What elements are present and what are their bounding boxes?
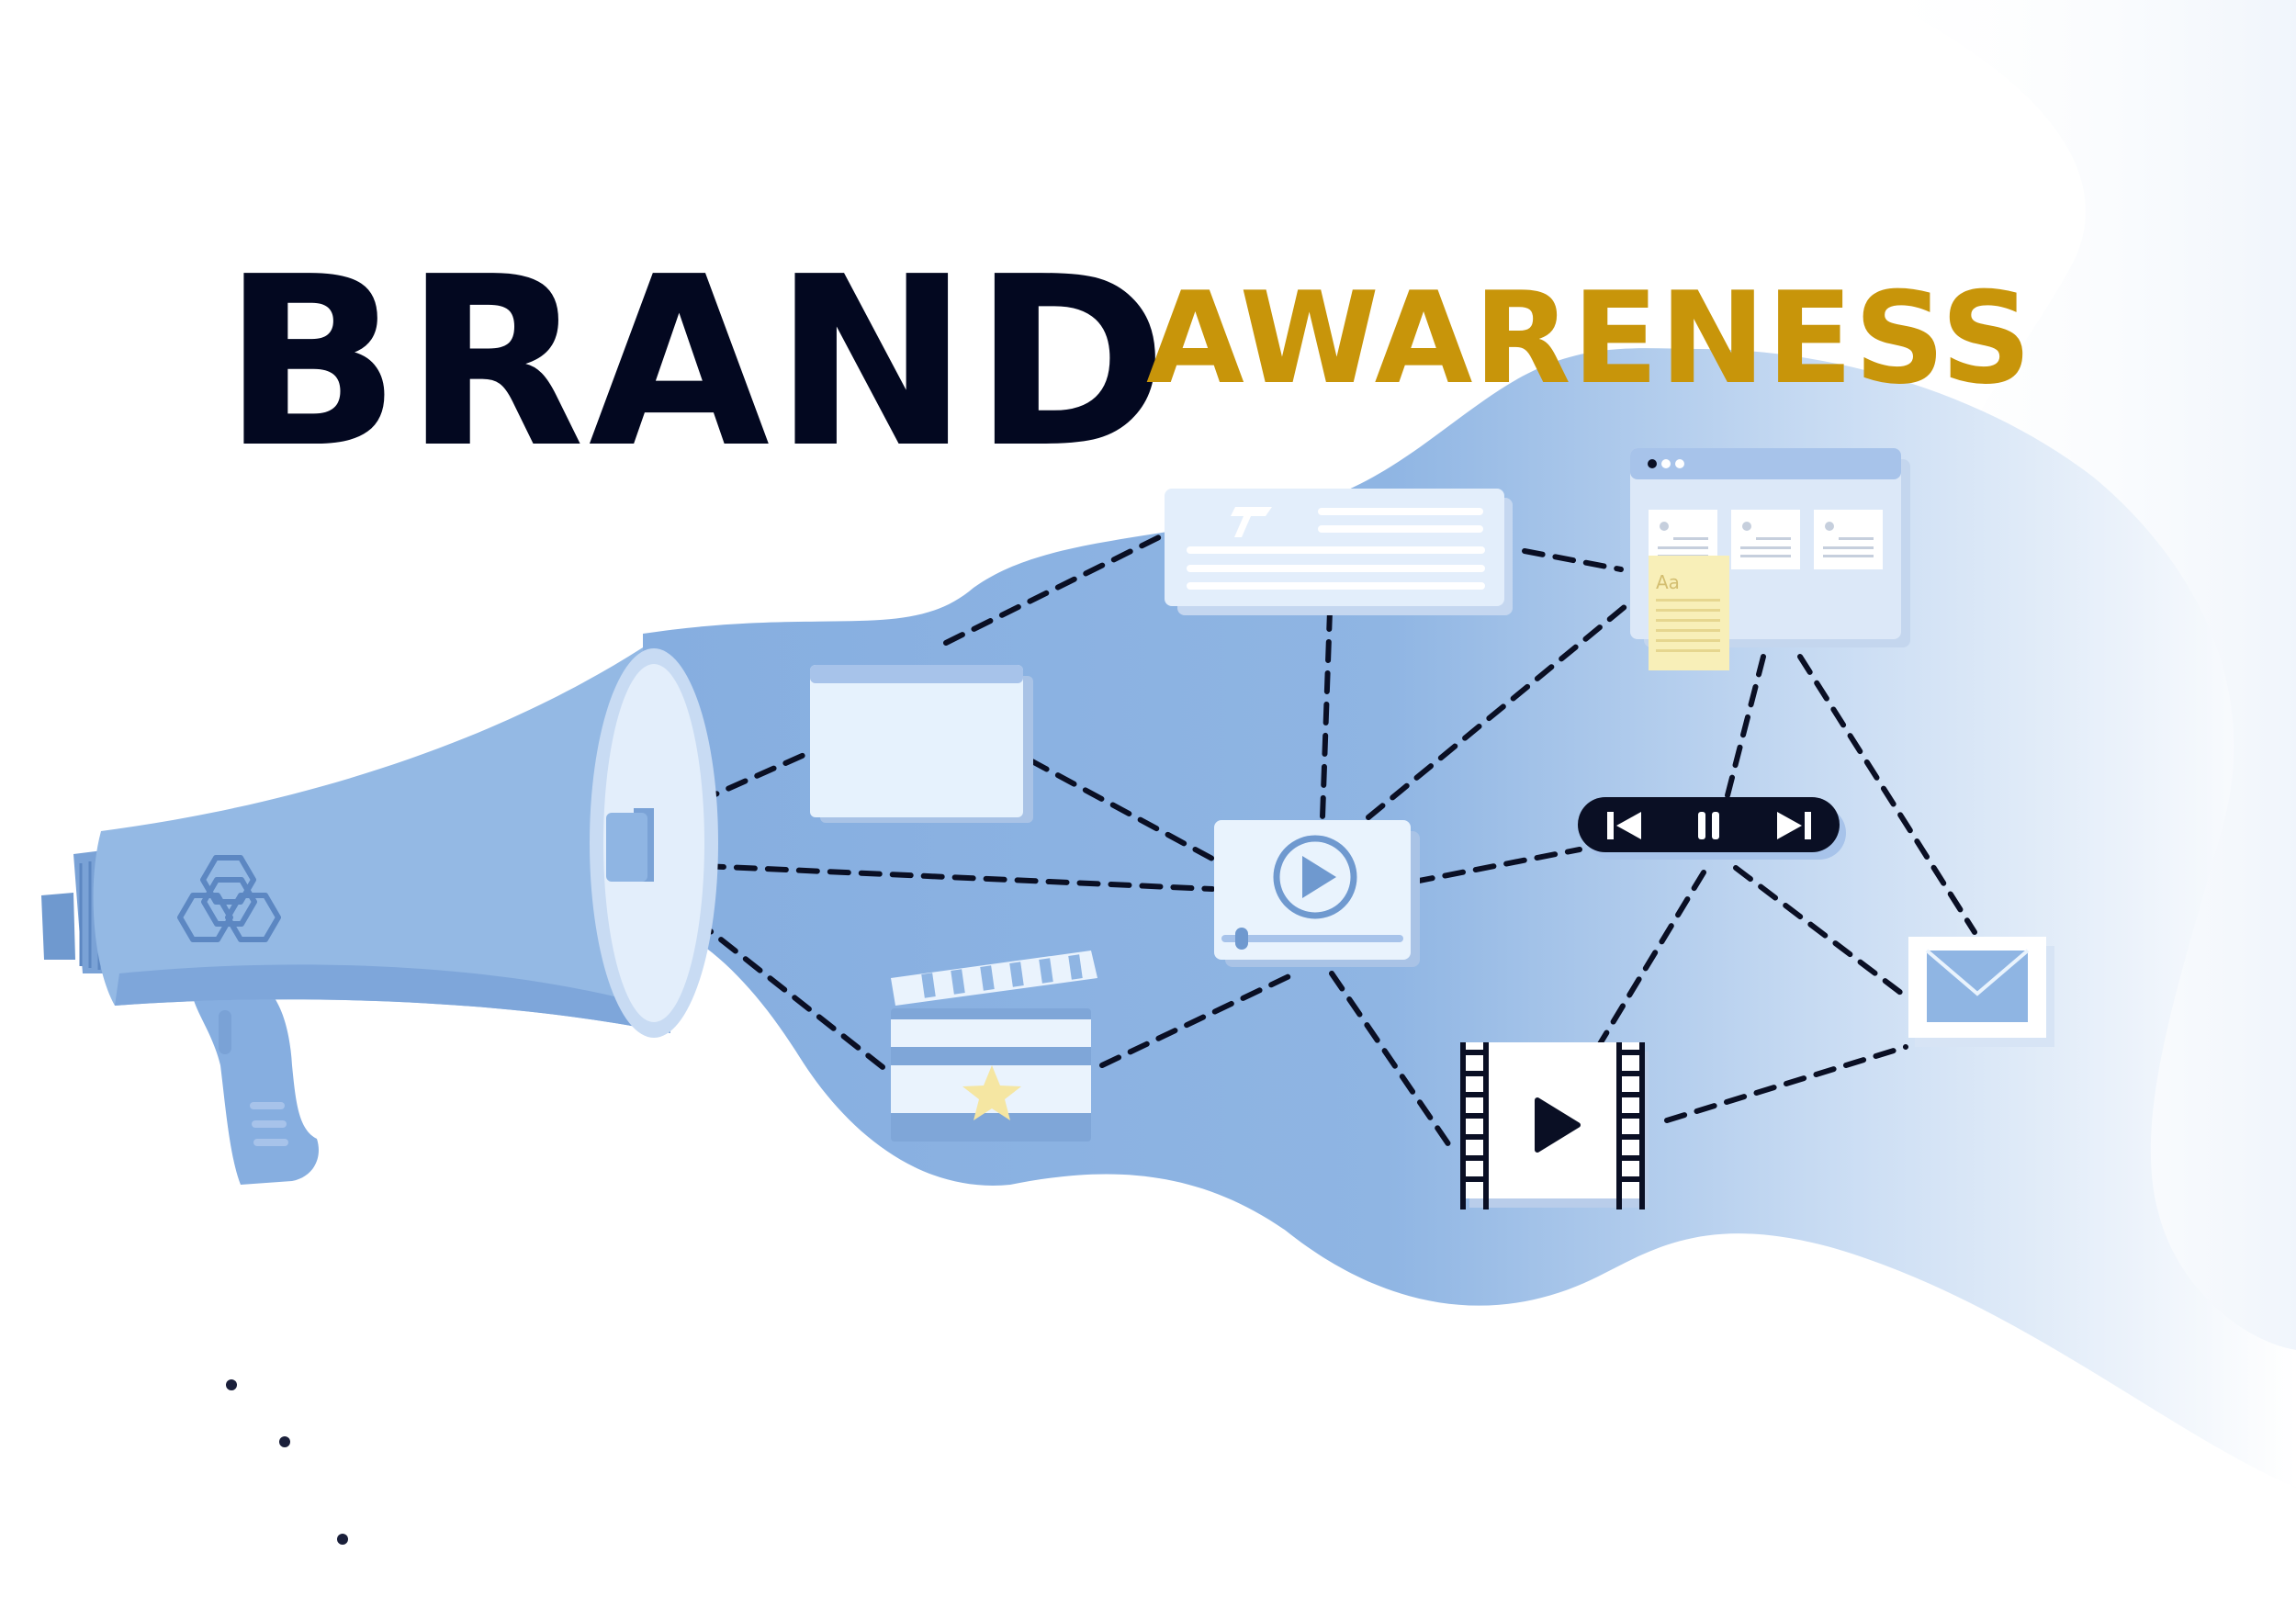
play-icon <box>1535 1097 1581 1153</box>
pause-icon <box>1698 812 1719 839</box>
video-player-icon <box>1214 820 1420 967</box>
megaphone-icon <box>41 647 718 1185</box>
hexagon-logo-icon <box>177 855 281 942</box>
media-controls-icon <box>1578 797 1846 860</box>
skip-back-icon <box>1607 812 1641 839</box>
decorative-dots <box>226 1379 348 1545</box>
clapperboard-icon <box>891 951 1097 1142</box>
network-connections <box>640 532 1977 1151</box>
sticky-note-label: Aa <box>1656 571 1680 593</box>
article-card-icon <box>1165 489 1513 615</box>
headline-awareness: AWARENESS <box>1146 264 2033 412</box>
star-icon <box>962 1065 1021 1120</box>
skip-forward-icon <box>1777 812 1811 839</box>
headline-brand: BRAND <box>222 227 1172 500</box>
blank-window-icon <box>810 665 1033 823</box>
mail-icon <box>1908 937 2054 1047</box>
film-strip-icon <box>1460 1042 1649 1209</box>
sticky-note-icon: Aa <box>1649 556 1729 670</box>
